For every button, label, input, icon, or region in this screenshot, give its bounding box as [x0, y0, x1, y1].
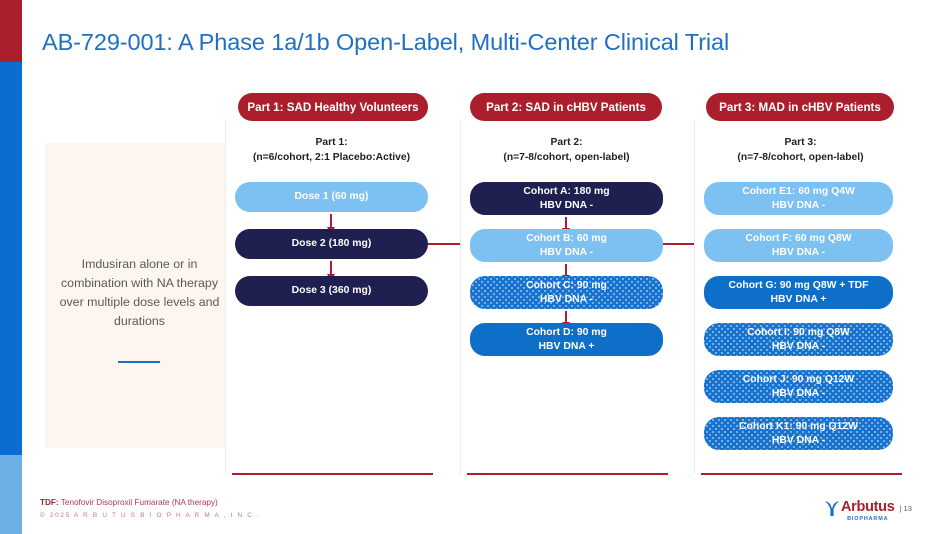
- node-cohort-g[interactable]: Cohort G: 90 mg Q8W + TDF HBV DNA +: [704, 276, 893, 309]
- summary-panel: [45, 143, 233, 448]
- node-cohort-j[interactable]: Cohort J: 90 mg Q12W HBV DNA -: [704, 370, 893, 403]
- node-cohort-a-line-2: HBV DNA -: [539, 199, 594, 211]
- column-2-baseline: [467, 473, 668, 475]
- arrow-dose-1-to-dose-2: [326, 214, 335, 234]
- node-cohort-a-line-1: Cohort A: 180 mg: [523, 185, 610, 197]
- page-title: AB-729-001: A Phase 1a/1b Open-Label, Mu…: [42, 29, 730, 55]
- arrow-cohort-a-to-b: [561, 217, 570, 235]
- node-cohort-d-line-2: HBV DNA +: [538, 340, 595, 352]
- node-cohort-f[interactable]: Cohort F: 60 mg Q8W HBV DNA -: [704, 229, 893, 262]
- node-cohort-j-line-1: Cohort J: 90 mg Q12W: [742, 373, 855, 385]
- node-cohort-c-line-1: Cohort C: 90 mg: [526, 279, 607, 291]
- arrow-dose-2-to-dose-3: [326, 261, 335, 281]
- node-cohort-i-line-1: Cohort I: 90 mg Q8W: [747, 326, 850, 338]
- part-1-header-pill[interactable]: Part 1: SAD Healthy Volunteers: [238, 93, 428, 121]
- arbutus-logo-subtitle: BIOPHARMA: [847, 516, 889, 522]
- node-cohort-a[interactable]: Cohort A: 180 mg HBV DNA -: [470, 182, 663, 215]
- node-cohort-e1-line-2: HBV DNA -: [771, 199, 826, 211]
- node-cohort-k1-line-1: Cohort K1: 90 mg Q12W: [739, 420, 858, 432]
- arrow-cohort-b-to-c: [561, 264, 570, 282]
- footnote-abbr-value: Tenofovir Disoproxil Fumarate (NA therap…: [60, 498, 218, 507]
- node-cohort-b[interactable]: Cohort B: 60 mg HBV DNA -: [470, 229, 663, 262]
- part-2-caption-line-1: Part 2:: [550, 137, 583, 148]
- node-cohort-k1[interactable]: Cohort K1: 90 mg Q12W HBV DNA -: [704, 417, 893, 450]
- node-cohort-d[interactable]: Cohort D: 90 mg HBV DNA +: [470, 323, 663, 356]
- column-3-baseline: [701, 473, 902, 475]
- footnote-abbreviation: TDF: Tenofovir Disoproxil Fumarate (NA t…: [40, 498, 218, 507]
- node-cohort-b-line-1: Cohort B: 60 mg: [526, 232, 607, 244]
- footnote-abbr-key: TDF:: [40, 498, 59, 507]
- left-accent-bar-red: [0, 0, 22, 62]
- part-2-header-pill[interactable]: Part 2: SAD in cHBV Patients: [470, 93, 662, 121]
- node-cohort-k1-line-2: HBV DNA -: [771, 434, 826, 446]
- part-3-caption-line-2: (n=7-8/cohort, open-label): [737, 151, 864, 163]
- node-dose-3-line-1: Dose 3 (360 mg): [291, 285, 372, 297]
- summary-panel-divider: [118, 361, 160, 363]
- node-cohort-d-line-1: Cohort D: 90 mg: [526, 326, 607, 338]
- node-dose-1-line-1: Dose 1 (60 mg): [294, 191, 369, 203]
- node-cohort-c-line-2: HBV DNA -: [539, 293, 594, 305]
- node-cohort-g-line-1: Cohort G: 90 mg Q8W + TDF: [728, 279, 869, 291]
- arbutus-logo: Arbutus BIOPHARMA | 13: [824, 500, 912, 526]
- node-dose-3[interactable]: Dose 3 (360 mg): [235, 276, 428, 306]
- part-2-caption: Part 2: (n=7-8/cohort, open-label): [460, 136, 673, 165]
- node-cohort-g-line-2: HBV DNA +: [770, 293, 827, 305]
- copyright-text: © 2025 A R B U T U S B I O P H A R M A ,…: [40, 512, 261, 519]
- node-cohort-i-line-2: HBV DNA -: [771, 340, 826, 352]
- arbutus-leaf-icon: [825, 501, 839, 516]
- arbutus-logo-name: Arbutus: [841, 499, 895, 515]
- part-1-caption-line-2: (n=6/cohort, 2:1 Placebo:Active): [252, 151, 411, 163]
- page-number: | 13: [899, 504, 912, 513]
- part-2-caption-line-2: (n=7-8/cohort, open-label): [503, 151, 630, 163]
- node-cohort-c[interactable]: Cohort C: 90 mg HBV DNA -: [470, 276, 663, 309]
- node-cohort-b-line-2: HBV DNA -: [539, 246, 594, 258]
- node-dose-2-line-1: Dose 2 (180 mg): [291, 238, 372, 250]
- node-cohort-f-line-1: Cohort F: 60 mg Q8W: [745, 232, 852, 244]
- part-3-caption: Part 3: (n=7-8/cohort, open-label): [694, 136, 907, 165]
- node-cohort-i[interactable]: Cohort I: 90 mg Q8W HBV DNA -: [704, 323, 893, 356]
- node-dose-2[interactable]: Dose 2 (180 mg): [235, 229, 428, 259]
- left-accent-bar-blue: [0, 62, 22, 455]
- node-cohort-f-line-2: HBV DNA -: [771, 246, 826, 258]
- node-cohort-e1-line-1: Cohort E1: 60 mg Q4W: [742, 185, 855, 197]
- node-dose-1[interactable]: Dose 1 (60 mg): [235, 182, 428, 212]
- arrow-cohort-c-to-d: [561, 311, 570, 329]
- node-cohort-j-line-2: HBV DNA -: [771, 387, 826, 399]
- part-1-caption: Part 1: (n=6/cohort, 2:1 Placebo:Active): [225, 136, 438, 165]
- part-3-caption-line-1: Part 3:: [784, 137, 817, 148]
- part-3-header-pill[interactable]: Part 3: MAD in cHBV Patients: [706, 93, 894, 121]
- left-accent-bar-light-blue: [0, 455, 22, 534]
- summary-panel-text: Imdusiran alone or in combination with N…: [59, 257, 220, 328]
- column-1-baseline: [232, 473, 433, 475]
- part-1-caption-line-1: Part 1:: [315, 137, 348, 148]
- node-cohort-e1[interactable]: Cohort E1: 60 mg Q4W HBV DNA -: [704, 182, 893, 215]
